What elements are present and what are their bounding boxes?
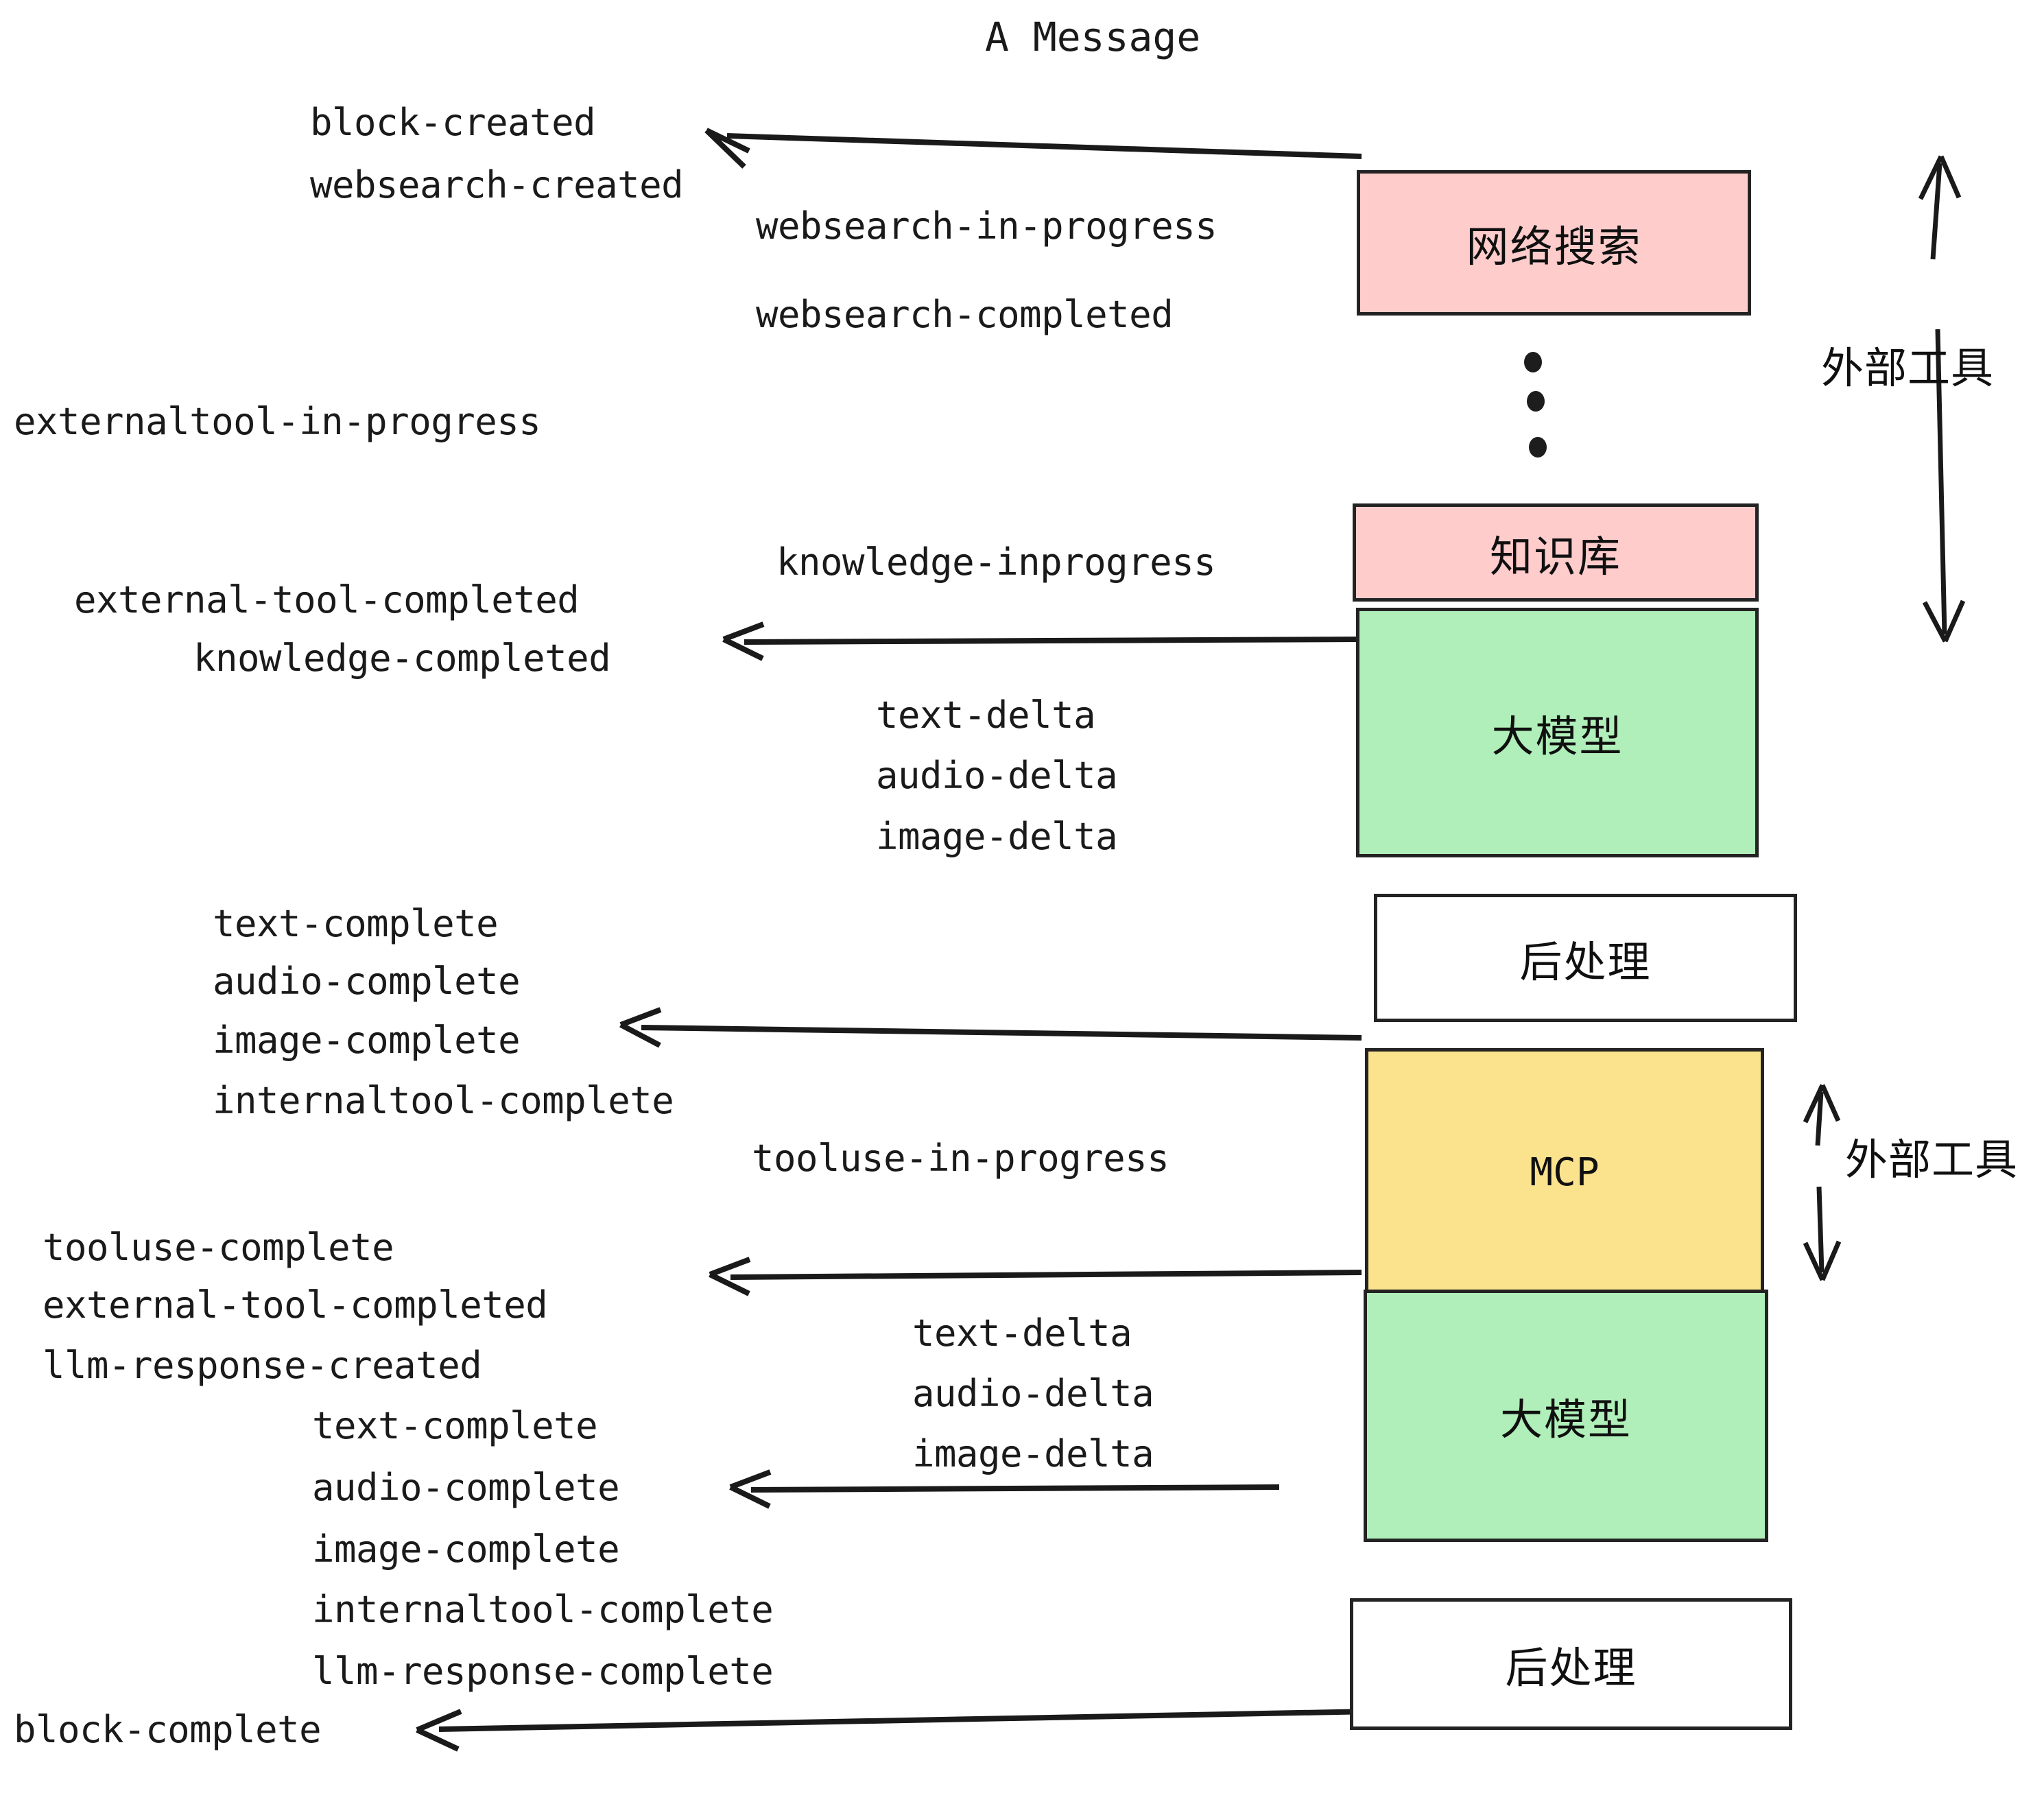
- ellipsis-dot: [1529, 437, 1547, 458]
- event-image-complete-1: image-complete: [213, 1019, 521, 1062]
- node-mcp-label: MCP: [1530, 1150, 1600, 1195]
- event-image-delta-1: image-delta: [876, 815, 1118, 858]
- event-text-delta-2: text-delta: [912, 1312, 1132, 1355]
- node-postprocess-lower-label: 后处理: [1505, 1645, 1637, 1692]
- node-postprocess-upper-label: 后处理: [1519, 938, 1652, 986]
- arrow-llm-to-audio-complete: [729, 1469, 1280, 1509]
- arrow-postprocess-to-image-complete: [619, 1007, 1362, 1048]
- event-block-created: block-created: [310, 101, 596, 144]
- event-block-complete: block-complete: [14, 1708, 322, 1751]
- node-knowledgebase[interactable]: 知识库: [1353, 503, 1759, 602]
- arrow-external-tool-lower: [1803, 1084, 1842, 1281]
- event-external-tool-completed-2: external-tool-completed: [43, 1283, 548, 1327]
- event-internaltool-complete-2: internaltool-complete: [312, 1588, 774, 1631]
- event-image-delta-2: image-delta: [912, 1432, 1154, 1475]
- arrow-websearch-to-block-created: [704, 128, 1362, 169]
- node-websearch[interactable]: 网络搜索: [1357, 170, 1751, 316]
- event-image-complete-2: image-complete: [312, 1528, 620, 1571]
- event-text-delta-1: text-delta: [876, 693, 1096, 737]
- ellipsis-dot: [1524, 352, 1542, 372]
- event-externaltool-in-progress: externaltool-in-progress: [14, 400, 541, 443]
- event-audio-delta-2: audio-delta: [912, 1372, 1154, 1415]
- node-mcp[interactable]: MCP: [1365, 1048, 1764, 1296]
- event-knowledge-inprogress: knowledge-inprogress: [776, 541, 1216, 584]
- event-websearch-completed: websearch-completed: [756, 293, 1174, 336]
- node-llm-lower-label: 大模型: [1499, 1397, 1632, 1444]
- arrow-mcp-to-tooluse-complete: [709, 1257, 1362, 1296]
- event-websearch-in-progress: websearch-in-progress: [756, 204, 1217, 248]
- event-knowledge-completed: knowledge-completed: [193, 637, 611, 680]
- ellipsis-dot: [1527, 391, 1545, 412]
- arrow-postprocess-to-block-complete: [416, 1709, 1372, 1752]
- annotation-external-tool-lower: 外部工具: [1845, 1137, 2019, 1184]
- arrow-knowledge-to-knowledge-completed: [722, 621, 1362, 661]
- event-websearch-created: websearch-created: [310, 163, 684, 206]
- node-llm-upper-label: 大模型: [1491, 713, 1624, 761]
- annotation-external-tool-upper: 外部工具: [1821, 345, 1995, 392]
- event-llm-response-complete: llm-response-complete: [312, 1650, 774, 1693]
- arrow-external-tool-upper: [1918, 155, 1966, 643]
- node-knowledgebase-label: 知识库: [1489, 533, 1621, 581]
- event-text-complete-1: text-complete: [213, 902, 499, 945]
- node-websearch-label: 网络搜索: [1466, 224, 1642, 271]
- event-text-complete-2: text-complete: [312, 1404, 598, 1447]
- event-external-tool-completed-1: external-tool-completed: [74, 578, 580, 621]
- node-llm-upper[interactable]: 大模型: [1356, 608, 1759, 857]
- event-internaltool-complete-1: internaltool-complete: [213, 1079, 674, 1122]
- node-llm-lower[interactable]: 大模型: [1364, 1290, 1768, 1542]
- event-tooluse-complete: tooluse-complete: [43, 1226, 394, 1269]
- event-llm-response-created: llm-response-created: [43, 1344, 482, 1387]
- event-audio-delta-1: audio-delta: [876, 754, 1118, 797]
- node-postprocess-upper[interactable]: 后处理: [1374, 894, 1797, 1022]
- node-postprocess-lower[interactable]: 后处理: [1350, 1598, 1792, 1730]
- event-audio-complete-1: audio-complete: [213, 960, 521, 1003]
- event-tooluse-in-progress: tooluse-in-progress: [752, 1137, 1169, 1180]
- event-audio-complete-2: audio-complete: [312, 1466, 620, 1509]
- diagram-title: A Message: [985, 14, 1201, 60]
